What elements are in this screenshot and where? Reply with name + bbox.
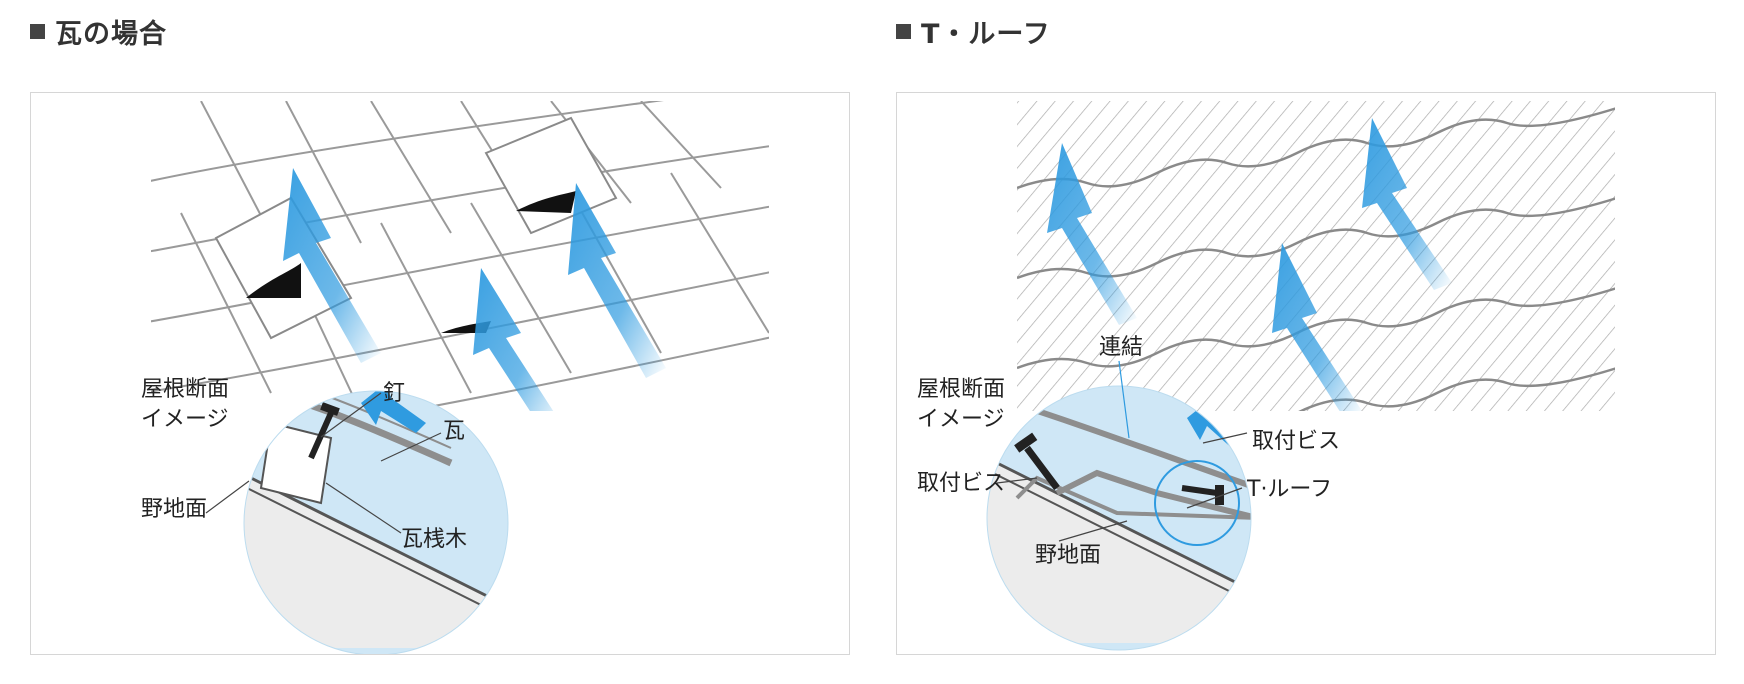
section-title-line-1: 屋根断面 (141, 377, 230, 402)
label-troof: T·ルーフ (1247, 477, 1333, 502)
kawara-illustration-panel: 屋根断面 イメージ 釘 瓦 野地面 瓦桟木 (30, 92, 850, 655)
section-title-line-2: イメージ (141, 407, 229, 432)
label-nail: 釘 (383, 381, 406, 406)
leader-lines (996, 432, 1248, 542)
label-screw-right: 取付ビス (1252, 429, 1341, 454)
troof-illustration (986, 101, 1615, 651)
square-bullet-icon (896, 24, 911, 39)
section-title-line-1: 屋根断面 (917, 377, 1006, 402)
label-tile: 瓦 (443, 419, 466, 444)
label-screw-left: 取付ビス (917, 471, 1006, 496)
heading-troof-text: T・ルーフ (921, 19, 1051, 50)
heading-kawara: 瓦の場合 (30, 12, 167, 51)
wind-arrow-icon (283, 168, 666, 411)
wind-arrow-icon (1047, 118, 1452, 411)
square-bullet-icon (30, 24, 45, 39)
heading-troof: T・ルーフ (896, 12, 1051, 51)
section-title-line-2: イメージ (917, 407, 1005, 432)
troof-cross-section (986, 385, 1252, 651)
label-connection: 連結 (1099, 335, 1144, 360)
heading-kawara-text: 瓦の場合 (55, 19, 167, 50)
kawara-roof-tiles (151, 101, 769, 411)
kawara-illustration (151, 101, 769, 654)
troof-illustration-panel: 連結 屋根断面 イメージ 取付ビス 取付ビス T·ルーフ 野地面 (896, 92, 1716, 655)
label-ground-surface: 野地面 (141, 497, 208, 522)
leader-lines (205, 392, 442, 534)
label-batten: 瓦桟木 (401, 527, 468, 552)
label-ground-surface: 野地面 (1035, 543, 1102, 568)
troof-roof-panels (1017, 101, 1615, 411)
connection-leader (1118, 360, 1130, 439)
